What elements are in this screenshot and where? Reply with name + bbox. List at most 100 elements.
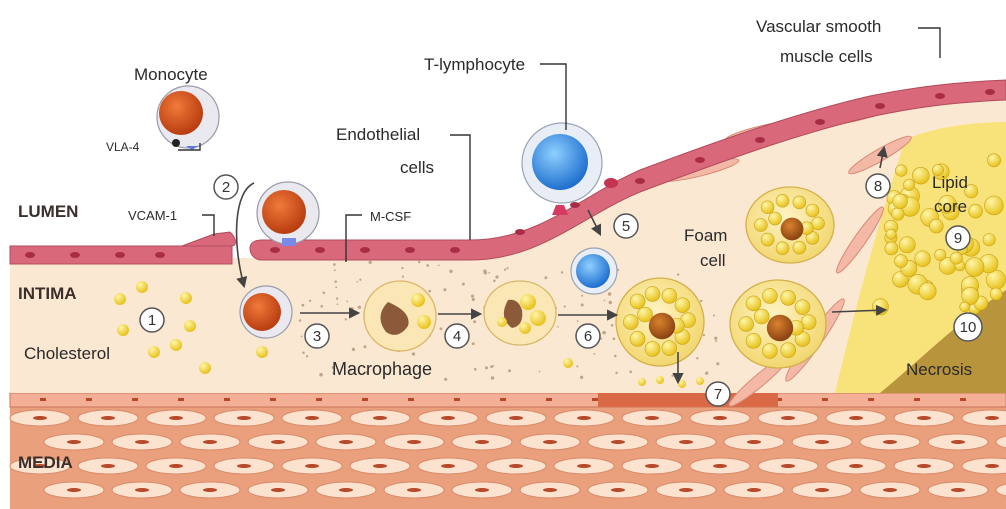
mcsf-dot [302, 304, 305, 307]
mcsf-dot [564, 305, 566, 307]
core-lipid-droplet [912, 167, 929, 184]
mcsf-dot [323, 292, 326, 295]
mcsf-dot [594, 353, 596, 355]
mcsf-dot [492, 365, 494, 367]
mcsf-dot [358, 306, 361, 309]
endothelial-nucleus [695, 157, 705, 163]
media-cell-nucleus [475, 488, 489, 492]
mcsf-dot [604, 300, 606, 302]
mcsf-dot [369, 261, 372, 264]
core-lipid-droplet [929, 219, 943, 233]
vcam1-label: VCAM-1 [128, 208, 177, 223]
media-cell-nucleus [407, 440, 421, 444]
media-cell-nucleus [883, 440, 897, 444]
step-number-8: 8 [874, 178, 882, 195]
mcsf-dot [357, 281, 359, 283]
step-number-7: 7 [714, 386, 722, 403]
lamina-tick [270, 398, 276, 401]
mcsf-dot [440, 327, 443, 330]
mcsf-dot [444, 378, 447, 381]
mcsf-dot [474, 368, 477, 371]
mcsf-dot [320, 305, 323, 308]
foam-lipid-droplet [739, 317, 754, 332]
media-cell-nucleus [509, 416, 523, 420]
necrosis-label: Necrosis [906, 360, 972, 379]
endothelial-bump [604, 178, 618, 188]
lamina-tick [500, 398, 506, 401]
lamina-tick [362, 398, 368, 401]
foam-lipid-droplet [754, 309, 769, 324]
media-cell-nucleus [611, 440, 625, 444]
media-cell-nucleus [815, 440, 829, 444]
foam-cell-nucleus [767, 315, 793, 341]
media-cell-nucleus [849, 416, 863, 420]
mcsf-dot [472, 298, 475, 301]
media-cell-nucleus [67, 440, 81, 444]
endothelial-nucleus [450, 247, 460, 253]
media-cell-nucleus [169, 416, 183, 420]
lamina-tick [86, 398, 92, 401]
mcsf-dot [334, 280, 337, 283]
mcsf-dot [705, 372, 708, 375]
media-cell-nucleus [815, 488, 829, 492]
mcsf-dot [581, 303, 584, 306]
core-lipid-droplet [983, 234, 995, 246]
endothelial-nucleus [815, 119, 825, 125]
mcsf-dot [700, 300, 702, 302]
endothelial-nucleus [570, 202, 580, 208]
mcsf-dot [715, 340, 717, 342]
mcsf-dot [615, 372, 618, 375]
foam-lipid-droplet [776, 242, 789, 255]
mcsf-dot [346, 301, 348, 303]
media-cell-nucleus [475, 440, 489, 444]
endothelial-nucleus [985, 89, 995, 95]
foam-lipid-droplet [762, 288, 777, 303]
lipid-core-label-line2: core [934, 197, 967, 216]
mcsf-dot [426, 264, 429, 267]
foam-lipid-droplet [638, 307, 653, 322]
media-cell-nucleus [339, 440, 353, 444]
endothelial-nucleus [635, 178, 645, 184]
mcsf-dot [714, 337, 717, 340]
mcsf-dot [471, 295, 474, 298]
mcsf-dot [349, 314, 353, 318]
step-number-9: 9 [954, 230, 962, 247]
mcsf-dot [412, 352, 415, 355]
mcsf-dot [703, 334, 705, 336]
foam-lipid-droplet [662, 288, 677, 303]
media-cell-nucleus [679, 440, 693, 444]
foam-cell-nucleus [781, 218, 804, 241]
lamina-tick [822, 398, 828, 401]
endothelial-nucleus [270, 247, 280, 253]
lamina-tick [914, 398, 920, 401]
media-cell-nucleus [747, 440, 761, 444]
region-intima-label: INTIMA [18, 284, 77, 303]
vsmc-label-line2: muscle cells [780, 47, 873, 66]
mcsf-dot [577, 320, 579, 322]
foam-lipid-droplet [761, 233, 774, 246]
endothelial-nucleus [935, 93, 945, 99]
step-number-1: 1 [148, 312, 156, 329]
mcsf-dot [483, 269, 487, 273]
lipid-core-label-line1: Lipid [932, 173, 968, 192]
mcsf-dot [495, 275, 498, 278]
region-lumen-label: LUMEN [18, 202, 78, 221]
lamina-tick [178, 398, 184, 401]
mcsf-dot [359, 279, 361, 281]
foam-lipid-droplet [781, 290, 796, 305]
mcsf-dot [677, 273, 679, 275]
endothelial-nucleus [70, 252, 80, 258]
foam-cell-label-line1: Foam [684, 226, 727, 245]
mcsf-dot [671, 375, 673, 377]
mcsf-dot [491, 376, 494, 379]
foam-lipid-droplet [769, 212, 782, 225]
core-lipid-droplet [895, 165, 907, 177]
mcsf-dot [611, 324, 614, 327]
media-cell-nucleus [271, 440, 285, 444]
mcsf-dot [488, 272, 490, 274]
mcsf-dot [504, 269, 506, 271]
foam-lipid-droplet [776, 194, 789, 207]
foam-lipid-droplet [762, 343, 777, 358]
